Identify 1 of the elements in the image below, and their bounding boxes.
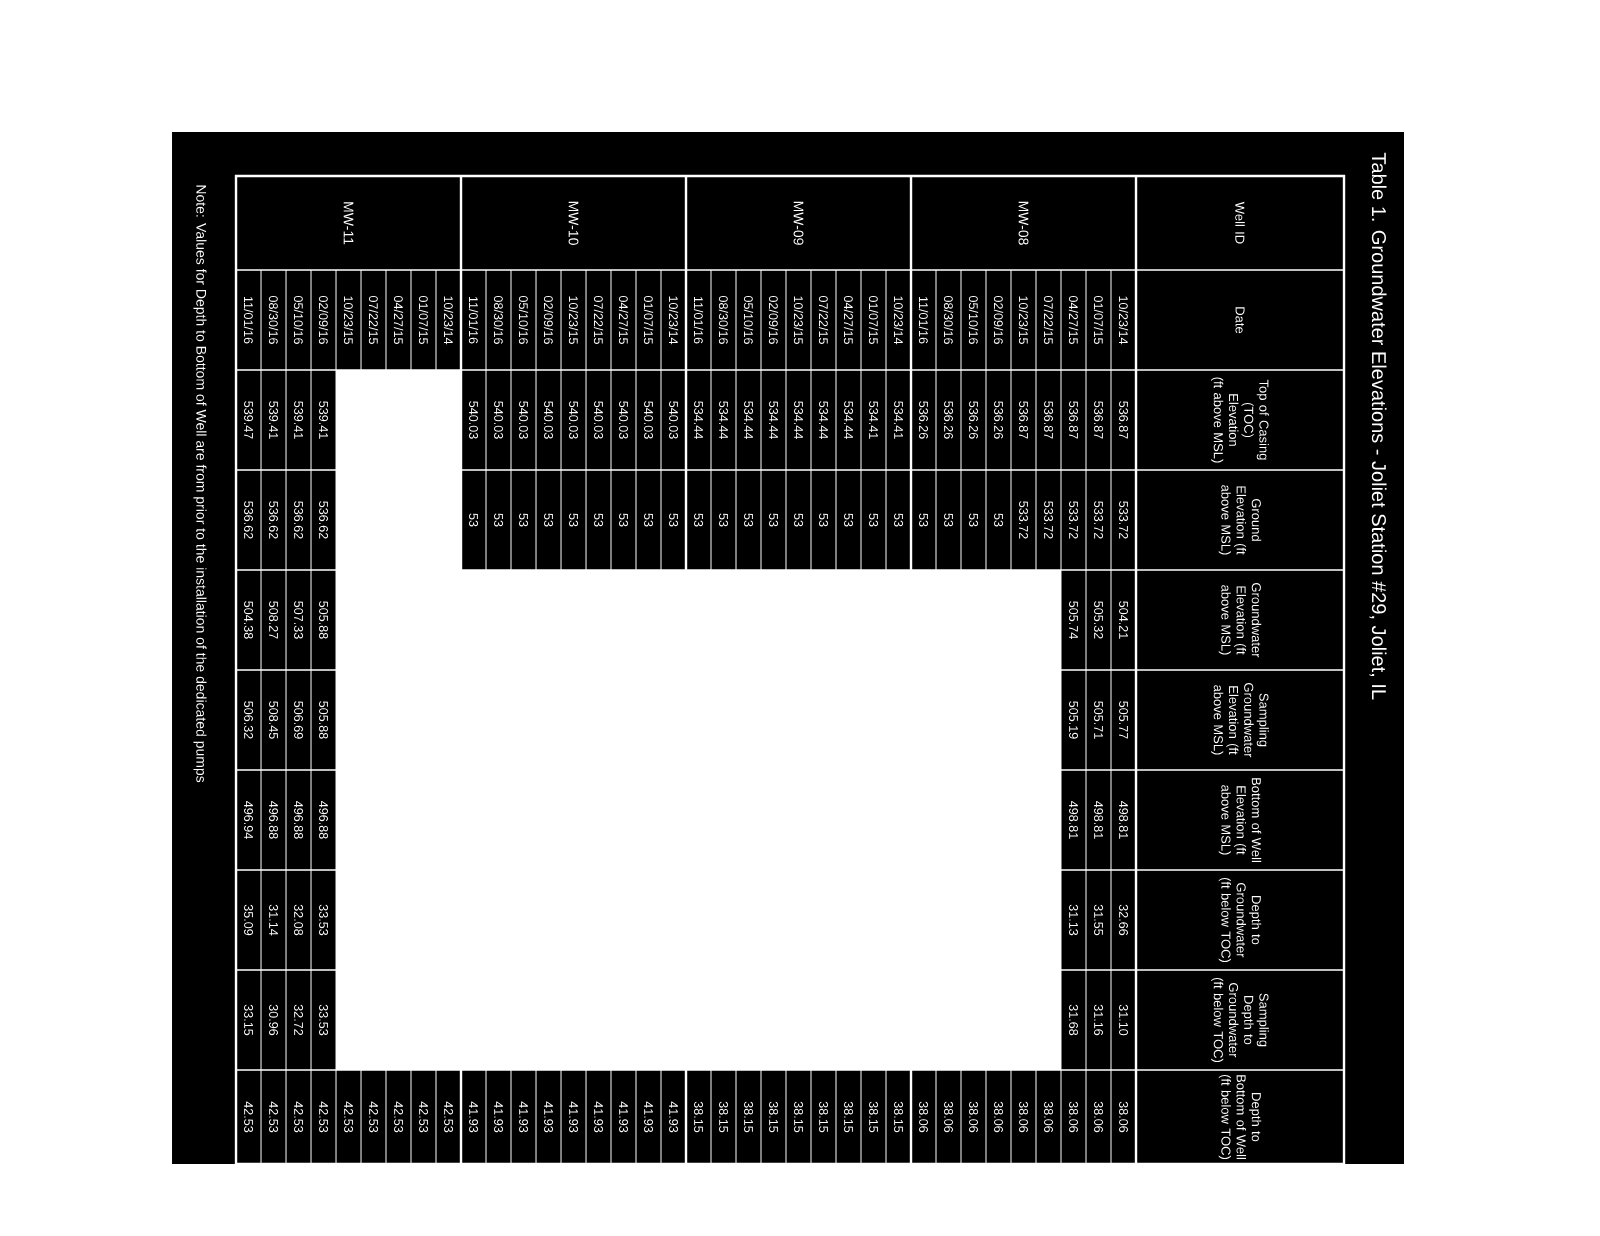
table-title: Table 1. Groundwater Elevations - Joliet Station #29, Joliet, IL: [1369, 152, 1387, 700]
